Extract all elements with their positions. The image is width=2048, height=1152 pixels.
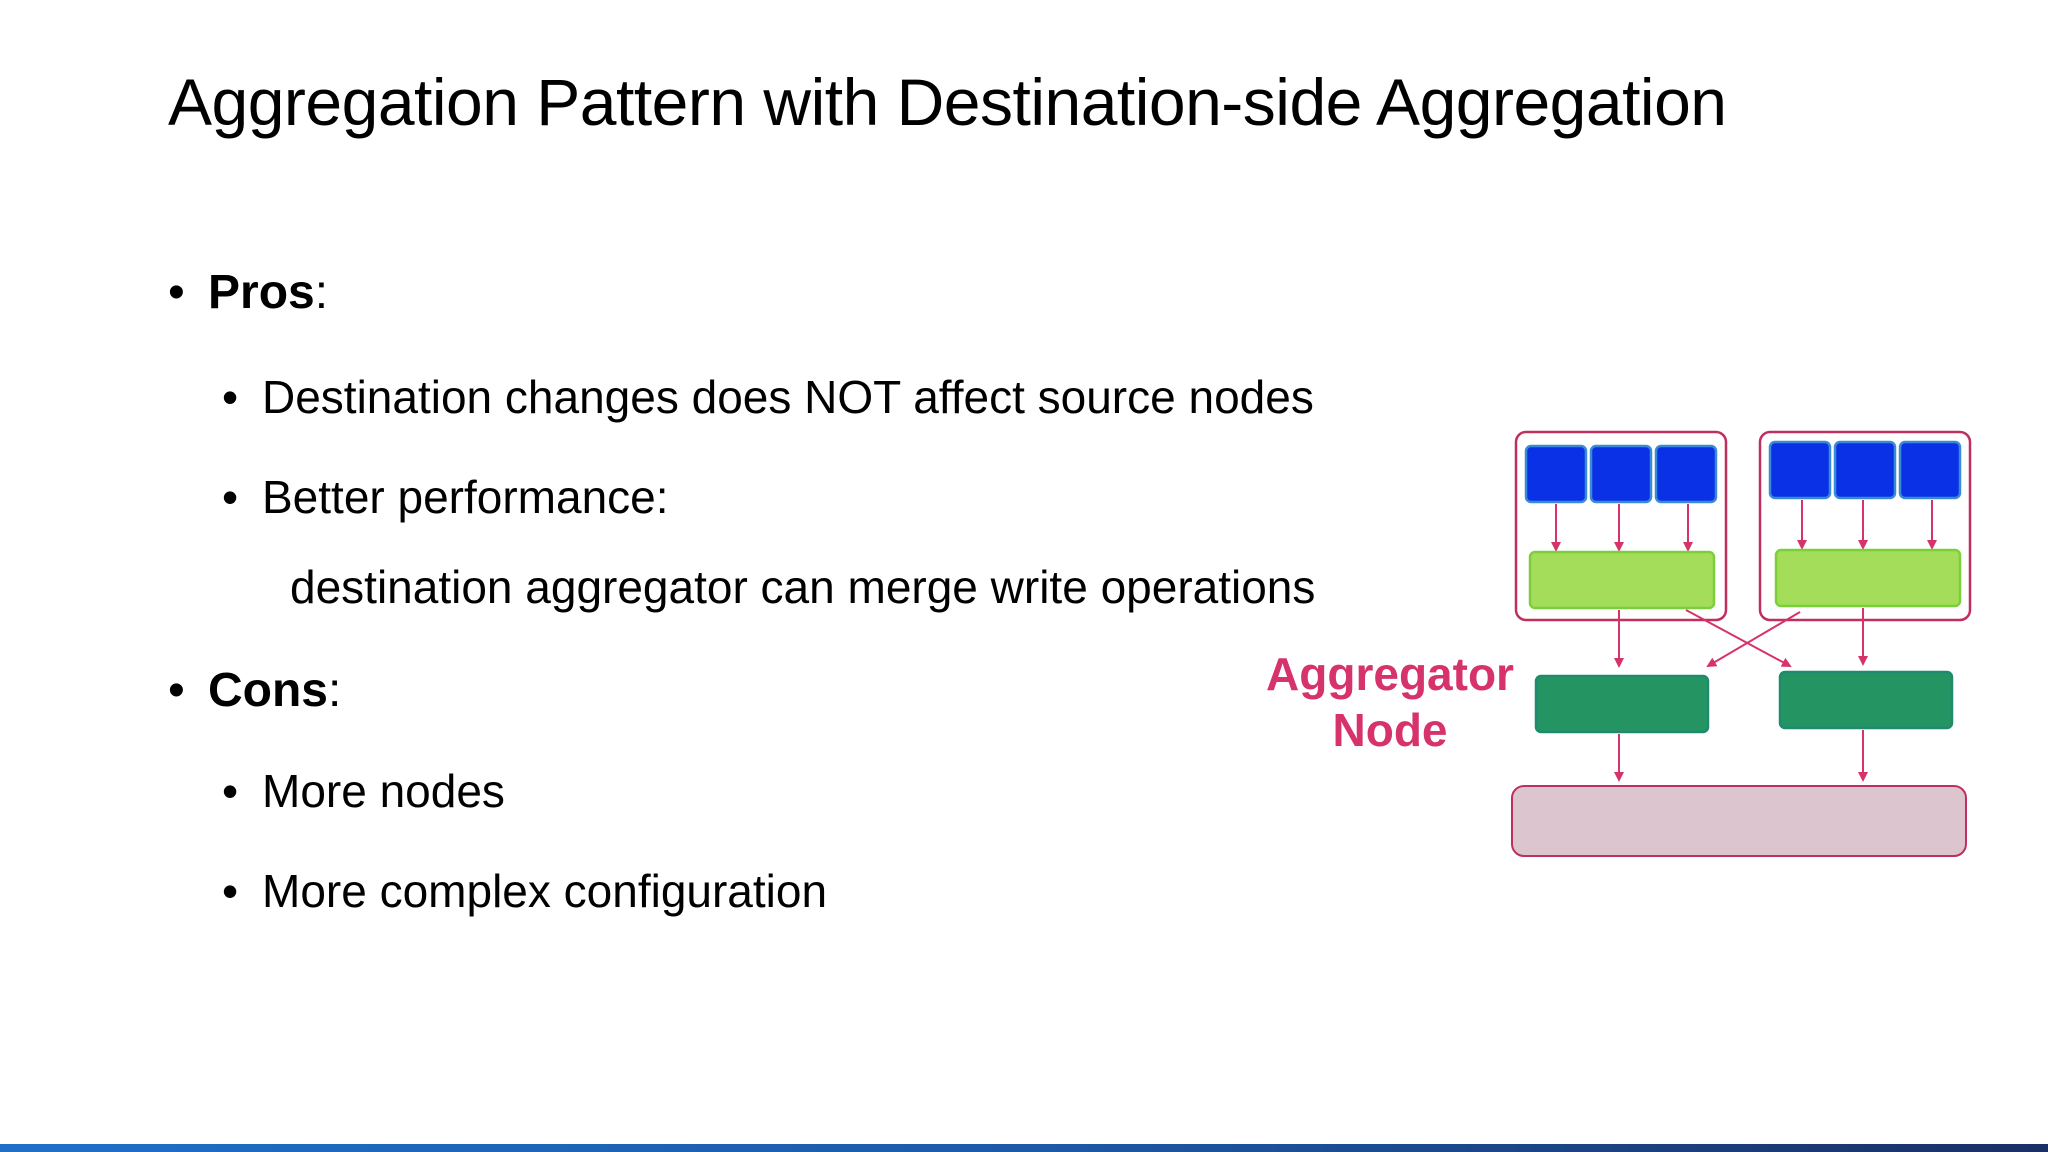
- bullet-icon: •: [222, 865, 239, 917]
- bullet-icon: •: [222, 471, 239, 523]
- list-item: • More nodes: [222, 764, 505, 818]
- source-node: [1768, 440, 1832, 500]
- pros-label: Pros: [208, 266, 315, 319]
- bullet-icon: •: [168, 266, 185, 319]
- list-item: • Destination changes does NOT affect sou…: [222, 370, 1314, 424]
- source-node: [1524, 444, 1588, 504]
- bullet-icon: •: [222, 371, 239, 423]
- cons-colon: :: [328, 664, 342, 717]
- aggregator-node-label: Aggregator Node: [1250, 646, 1530, 758]
- list-item: • Better performance:: [222, 470, 669, 524]
- forwarder-node: [1774, 548, 1962, 608]
- source-node: [1654, 444, 1718, 504]
- aggregator-label-line2: Node: [1332, 704, 1448, 756]
- footer-bar: [0, 1144, 2048, 1152]
- destination-node: [1511, 785, 1967, 857]
- pros-item-text: Better performance:: [262, 471, 669, 523]
- aggregator-label-line1: Aggregator: [1266, 648, 1514, 700]
- cons-item-text: More complex configuration: [262, 865, 828, 917]
- cons-item-text: More nodes: [262, 765, 505, 817]
- flow-arrow: [1706, 611, 1801, 668]
- source-node: [1589, 444, 1653, 504]
- aggregator-node: [1778, 670, 1954, 730]
- cons-heading: • Cons:: [168, 663, 341, 718]
- flow-arrow: [1685, 609, 1792, 667]
- aggregator-node: [1534, 674, 1710, 734]
- pros-item-text: Destination changes does NOT affect sour…: [262, 371, 1314, 423]
- source-node: [1898, 440, 1962, 500]
- page-title: Aggregation Pattern with Destination-sid…: [168, 65, 1727, 139]
- pros-colon: :: [314, 266, 329, 319]
- pros-heading: • Pros:: [168, 265, 328, 320]
- bullet-icon: •: [168, 664, 185, 717]
- forwarder-node: [1528, 550, 1716, 610]
- list-item: • More complex configuration: [222, 864, 827, 918]
- bullet-icon: •: [222, 765, 239, 817]
- source-node: [1833, 440, 1897, 500]
- pros-detail: destination aggregator can merge write o…: [290, 561, 1316, 613]
- cons-label: Cons: [208, 664, 328, 717]
